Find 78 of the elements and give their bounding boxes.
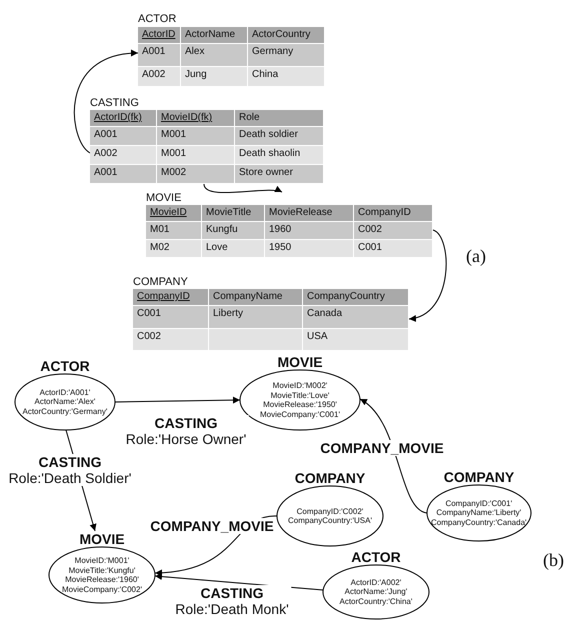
entity-attributes: MovieID:'M002' MovieTitle:'Love' MovieRelease:'1950' MovieCompany:'C001' [260, 381, 340, 419]
table-cell: C002 [354, 222, 432, 239]
table-cell: A001 [90, 127, 156, 145]
table-cell: M001 [157, 146, 234, 164]
arrow [204, 184, 282, 194]
table-cell: M02 [146, 240, 201, 257]
entity-ellipse [427, 469, 531, 541]
table-cell: Death shaolin [235, 146, 323, 164]
arrow [66, 430, 96, 532]
entity-ellipse [49, 531, 155, 603]
column-header: CompanyID [354, 205, 432, 221]
edge-label: CASTING Role:'Death Soldier' [6, 454, 134, 486]
table-cell: A002 [90, 146, 156, 164]
arrow [74, 50, 138, 154]
table-cell: M002 [157, 165, 234, 183]
entity-name: ACTOR [351, 549, 401, 565]
entity-name: MOVIE [277, 354, 323, 370]
table-cell: Kungfu [202, 222, 264, 239]
entity-ellipse [323, 549, 429, 619]
table-cell: Alex [181, 44, 247, 66]
column-header: CompanyID [133, 289, 208, 305]
table-cell: Canada [303, 306, 408, 328]
table-cell: Liberty [209, 306, 302, 328]
table-cell: M01 [146, 222, 201, 239]
entity-attributes: ActorID:'A002' ActorName:'Jung' ActorCountry:'China' [340, 578, 412, 606]
entity-name: ACTOR [40, 358, 90, 374]
column-header: CompanyName [209, 289, 302, 305]
entity-name: MOVIE [79, 531, 125, 547]
table-cell: M001 [157, 127, 234, 145]
column-header: MovieRelease [265, 205, 353, 221]
table-title: MOVIE [146, 192, 182, 205]
arrow [154, 573, 324, 590]
column-header: ActorID [138, 27, 180, 43]
entity-attributes: MovieID:'M001' MovieTitle:'Kungfu' MovieRelease:'1960' MovieCompany:'C002' [62, 556, 142, 594]
column-header: Role [235, 110, 323, 126]
entity-attributes: CompanyID:'C001' CompanyName:'Liberty' CompanyCountry:'Canada' [431, 498, 527, 527]
table-cell: C001 [354, 240, 432, 257]
table-cell: A002 [138, 67, 180, 86]
column-header: MovieID [146, 205, 201, 221]
table-cell: Death soldier [235, 127, 323, 145]
edge-label: CASTING Role:'Death Monk' [173, 585, 291, 617]
table-cell: A001 [90, 165, 156, 183]
entity-name: COMPANY [294, 470, 366, 486]
table-cell: China [248, 67, 324, 86]
table-cell: C001 [133, 306, 208, 328]
entity-name: COMPANY [444, 469, 514, 485]
edge-label: COMPANY_MOVIE [318, 440, 446, 456]
column-header: MovieID(fk) [157, 110, 234, 126]
table-cell: Love [202, 240, 264, 257]
table-cell: Germany [248, 44, 324, 66]
table-title: ACTOR [138, 13, 176, 26]
panel-label: (b) [543, 550, 564, 570]
edge-label: COMPANY_MOVIE [148, 518, 276, 534]
entity-attributes: CompanyID:'C002' CompanyCountry:'USA' [288, 506, 372, 526]
column-header: ActorName [181, 27, 247, 43]
table-cell: 1950 [265, 240, 353, 257]
column-header: ActorID(fk) [90, 110, 156, 126]
entity-attributes: ActorID:'A001' ActorName:'Alex' ActorCountry:'Germany' [22, 388, 108, 416]
table-cell: Store owner [235, 165, 323, 183]
arrow [154, 516, 278, 576]
arrow [114, 396, 240, 404]
arrow [408, 230, 447, 321]
arrow [360, 398, 428, 514]
table-cell: A001 [138, 44, 180, 66]
entity-ellipse [240, 354, 360, 430]
table-title: CASTING [90, 97, 139, 110]
panel-label: (a) [466, 246, 486, 266]
table-cell: 1960 [265, 222, 353, 239]
column-header: MovieTitle [202, 205, 264, 221]
table-title: COMPANY [133, 276, 188, 289]
entity-ellipse [15, 358, 115, 430]
table-cell: USA [303, 329, 408, 350]
column-header: ActorCountry [248, 27, 324, 43]
entity-ellipse [277, 470, 383, 546]
table-cell: C002 [133, 329, 208, 350]
column-header: CompanyCountry [303, 289, 408, 305]
edge-label: CASTING Role:'Horse Owner' [124, 415, 248, 447]
table-cell: Jung [181, 67, 247, 86]
